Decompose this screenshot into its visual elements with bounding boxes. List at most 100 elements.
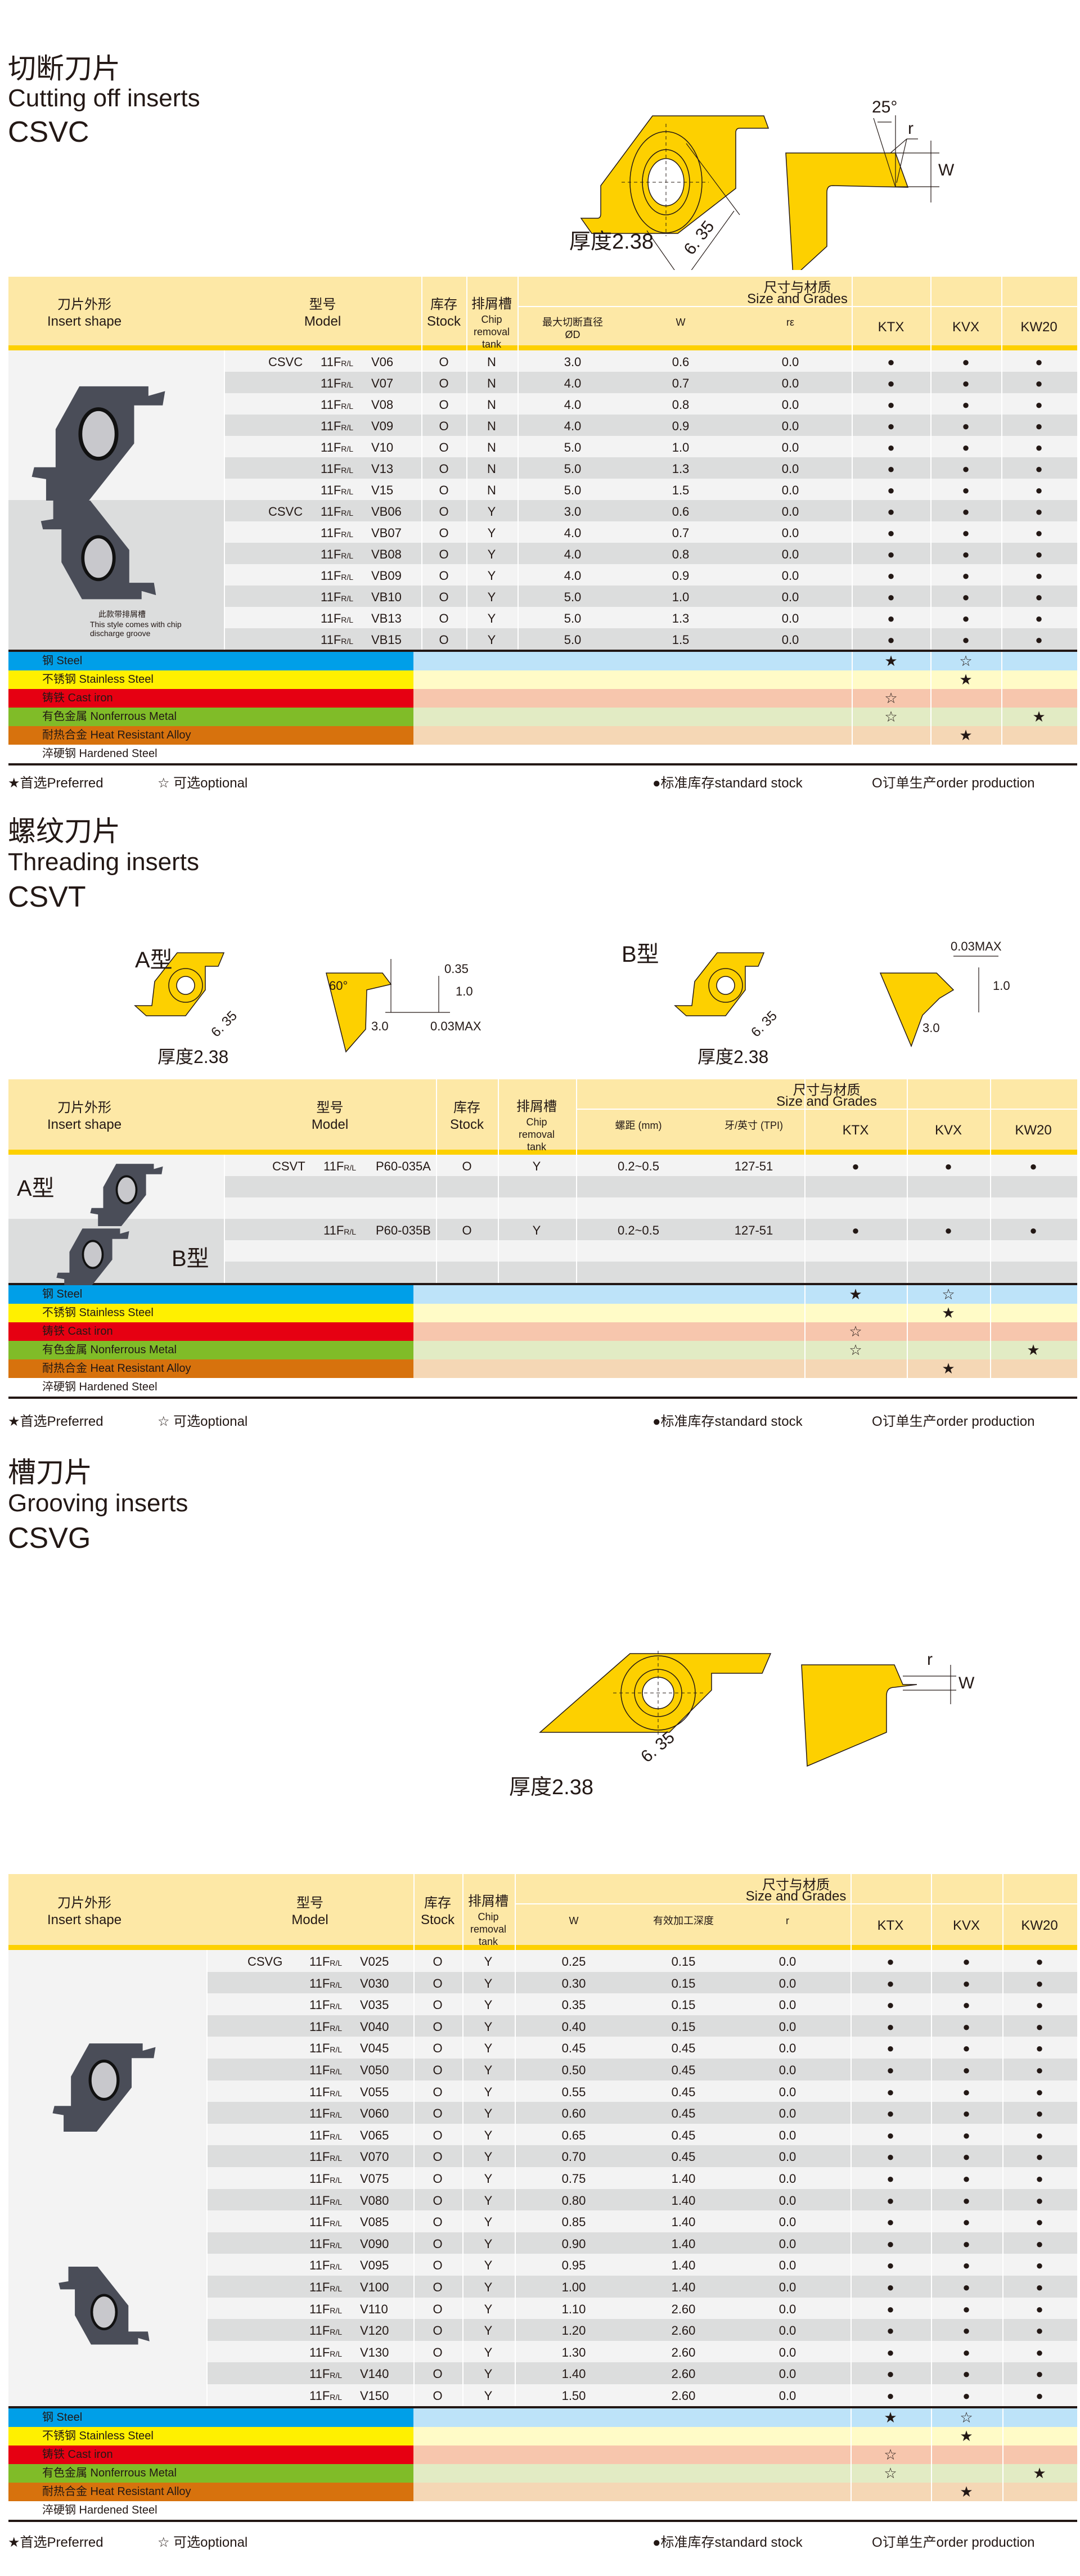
model-cell: V050 — [360, 2063, 389, 2077]
model-prefix: 11FR/L — [321, 505, 353, 519]
grade-cell: ● — [962, 526, 970, 540]
material-label: 淬硬钢 Hardened Steel — [8, 1378, 413, 1397]
prefix-text: 11F — [321, 355, 341, 369]
size-cell: 0.2~0.5 — [617, 1223, 660, 1237]
material-divider — [8, 1283, 1077, 1285]
model-prefix: 11FR/L — [323, 1159, 356, 1174]
stock-cell: O — [439, 355, 449, 369]
column-divider — [413, 1874, 415, 2406]
chip-cell: Y — [484, 2302, 493, 2316]
table-row — [224, 628, 1077, 650]
chip-cell: Y — [487, 547, 496, 561]
size-cell: 5.0 — [564, 440, 582, 454]
grade-cell: ● — [1036, 2389, 1043, 2403]
size-cell: 4.0 — [564, 376, 582, 390]
section-title-en: Cutting off inserts — [8, 84, 200, 112]
table-row — [224, 1176, 1077, 1197]
table-row — [224, 372, 1077, 393]
size-cell: 5.0 — [564, 590, 582, 604]
size-cell: 1.00 — [561, 2280, 586, 2294]
size-cell: 0.0 — [778, 2019, 796, 2034]
column-divider — [930, 277, 932, 650]
size-cell: 0.50 — [561, 2063, 586, 2077]
size-cell: 0.80 — [561, 2193, 586, 2208]
table-bottom-border — [8, 1397, 1077, 1399]
stock-cell: O — [433, 2084, 443, 2099]
prefix-text: 11F — [309, 1976, 330, 1990]
size-cell: 0.45 — [561, 2041, 586, 2056]
stock-cell: O — [439, 398, 449, 412]
legend-preferred: ★首选Preferred — [8, 776, 104, 791]
model-cell: V09 — [371, 419, 394, 433]
header-size-column: 有效加工深度 — [653, 1915, 714, 1926]
size-cell: 0.8 — [672, 398, 690, 412]
model-prefix: 11FR/L — [309, 2085, 342, 2100]
column-divider — [990, 1079, 991, 1283]
size-cell: 0.0 — [781, 355, 799, 369]
size-cell: 0.6 — [672, 355, 690, 369]
prefix-hand: R/L — [341, 637, 354, 646]
grade-cell: ● — [1035, 376, 1043, 390]
grade-cell: ● — [962, 2345, 970, 2359]
chip-cell: Y — [484, 2193, 493, 2208]
size-cell: 5.0 — [564, 633, 582, 647]
material-label: 钢 Steel — [8, 2408, 413, 2427]
header-grade-2: KW20 — [1020, 319, 1058, 335]
series-cell: CSVC — [268, 505, 303, 519]
column-divider — [852, 652, 853, 745]
material-label: 耐热合金 Heat Resistant Alloy — [8, 726, 413, 745]
chip-cell: N — [487, 398, 496, 412]
table-row — [206, 2319, 1077, 2341]
chip-cell: Y — [484, 2345, 493, 2359]
header-model-en: Model — [311, 1117, 349, 1132]
chip-cell: Y — [484, 1998, 493, 2012]
material-label: 钢 Steel — [8, 1285, 413, 1304]
size-cell: 0.0 — [781, 376, 799, 390]
grade-cell: ● — [886, 2323, 894, 2338]
material-label: 有色金属 Nonferrous Metal — [8, 1341, 413, 1359]
stock-cell: O — [433, 2128, 443, 2142]
header-shape: 刀片外形 — [57, 296, 111, 312]
thickness-a-label: 厚度2.38 — [158, 1047, 228, 1067]
stock-cell: O — [433, 2302, 443, 2316]
header-shape-en: Insert shape — [47, 1117, 122, 1132]
model-prefix: 11FR/L — [309, 2150, 342, 2164]
model-cell: VB10 — [371, 590, 402, 604]
model-cell: VB08 — [371, 547, 402, 561]
size-cell: 0.85 — [561, 2215, 586, 2230]
table-row — [224, 500, 1077, 521]
prefix-text: 11F — [321, 526, 341, 540]
section-code: CSVG — [8, 1522, 91, 1555]
grade-cell: ● — [962, 2258, 970, 2273]
column-divider — [518, 277, 519, 650]
grade-cell: ● — [962, 2280, 970, 2294]
size-cell: 0.0 — [778, 2323, 796, 2338]
header-chip: 排屑槽 — [471, 296, 512, 312]
chip-cell: N — [487, 483, 496, 497]
grade-cell: ● — [1035, 569, 1043, 583]
width-label: W — [938, 161, 955, 179]
model-cell: V130 — [360, 2345, 389, 2359]
model-cell: V08 — [371, 398, 394, 412]
header-size-column: 牙/英寸 (TPI) — [724, 1120, 783, 1131]
series-cell: CSVT — [272, 1159, 305, 1173]
chip-cell: Y — [484, 1954, 493, 1969]
material-label: 有色金属 Nonferrous Metal — [8, 708, 413, 726]
grade-cell: ● — [962, 440, 970, 454]
grade-cell: ● — [887, 483, 895, 497]
header-shape-en: Insert shape — [47, 313, 122, 329]
stock-cell: O — [433, 2041, 443, 2056]
model-cell: VB09 — [371, 569, 402, 583]
model-cell: V055 — [360, 2084, 389, 2099]
column-divider — [907, 1079, 908, 1283]
column-divider — [1001, 277, 1002, 650]
radius-label: r — [927, 1650, 933, 1669]
prefix-hand: R/L — [330, 2240, 343, 2250]
grade-cell: ● — [852, 1159, 860, 1173]
grade-cell: ● — [887, 590, 895, 604]
section-title-cn: 螺纹刀片 — [8, 816, 120, 847]
prefix-hand: R/L — [330, 2132, 343, 2141]
chip-cell: Y — [487, 505, 496, 519]
prefix-text: 11F — [321, 547, 341, 561]
stock-cell: O — [439, 483, 449, 497]
